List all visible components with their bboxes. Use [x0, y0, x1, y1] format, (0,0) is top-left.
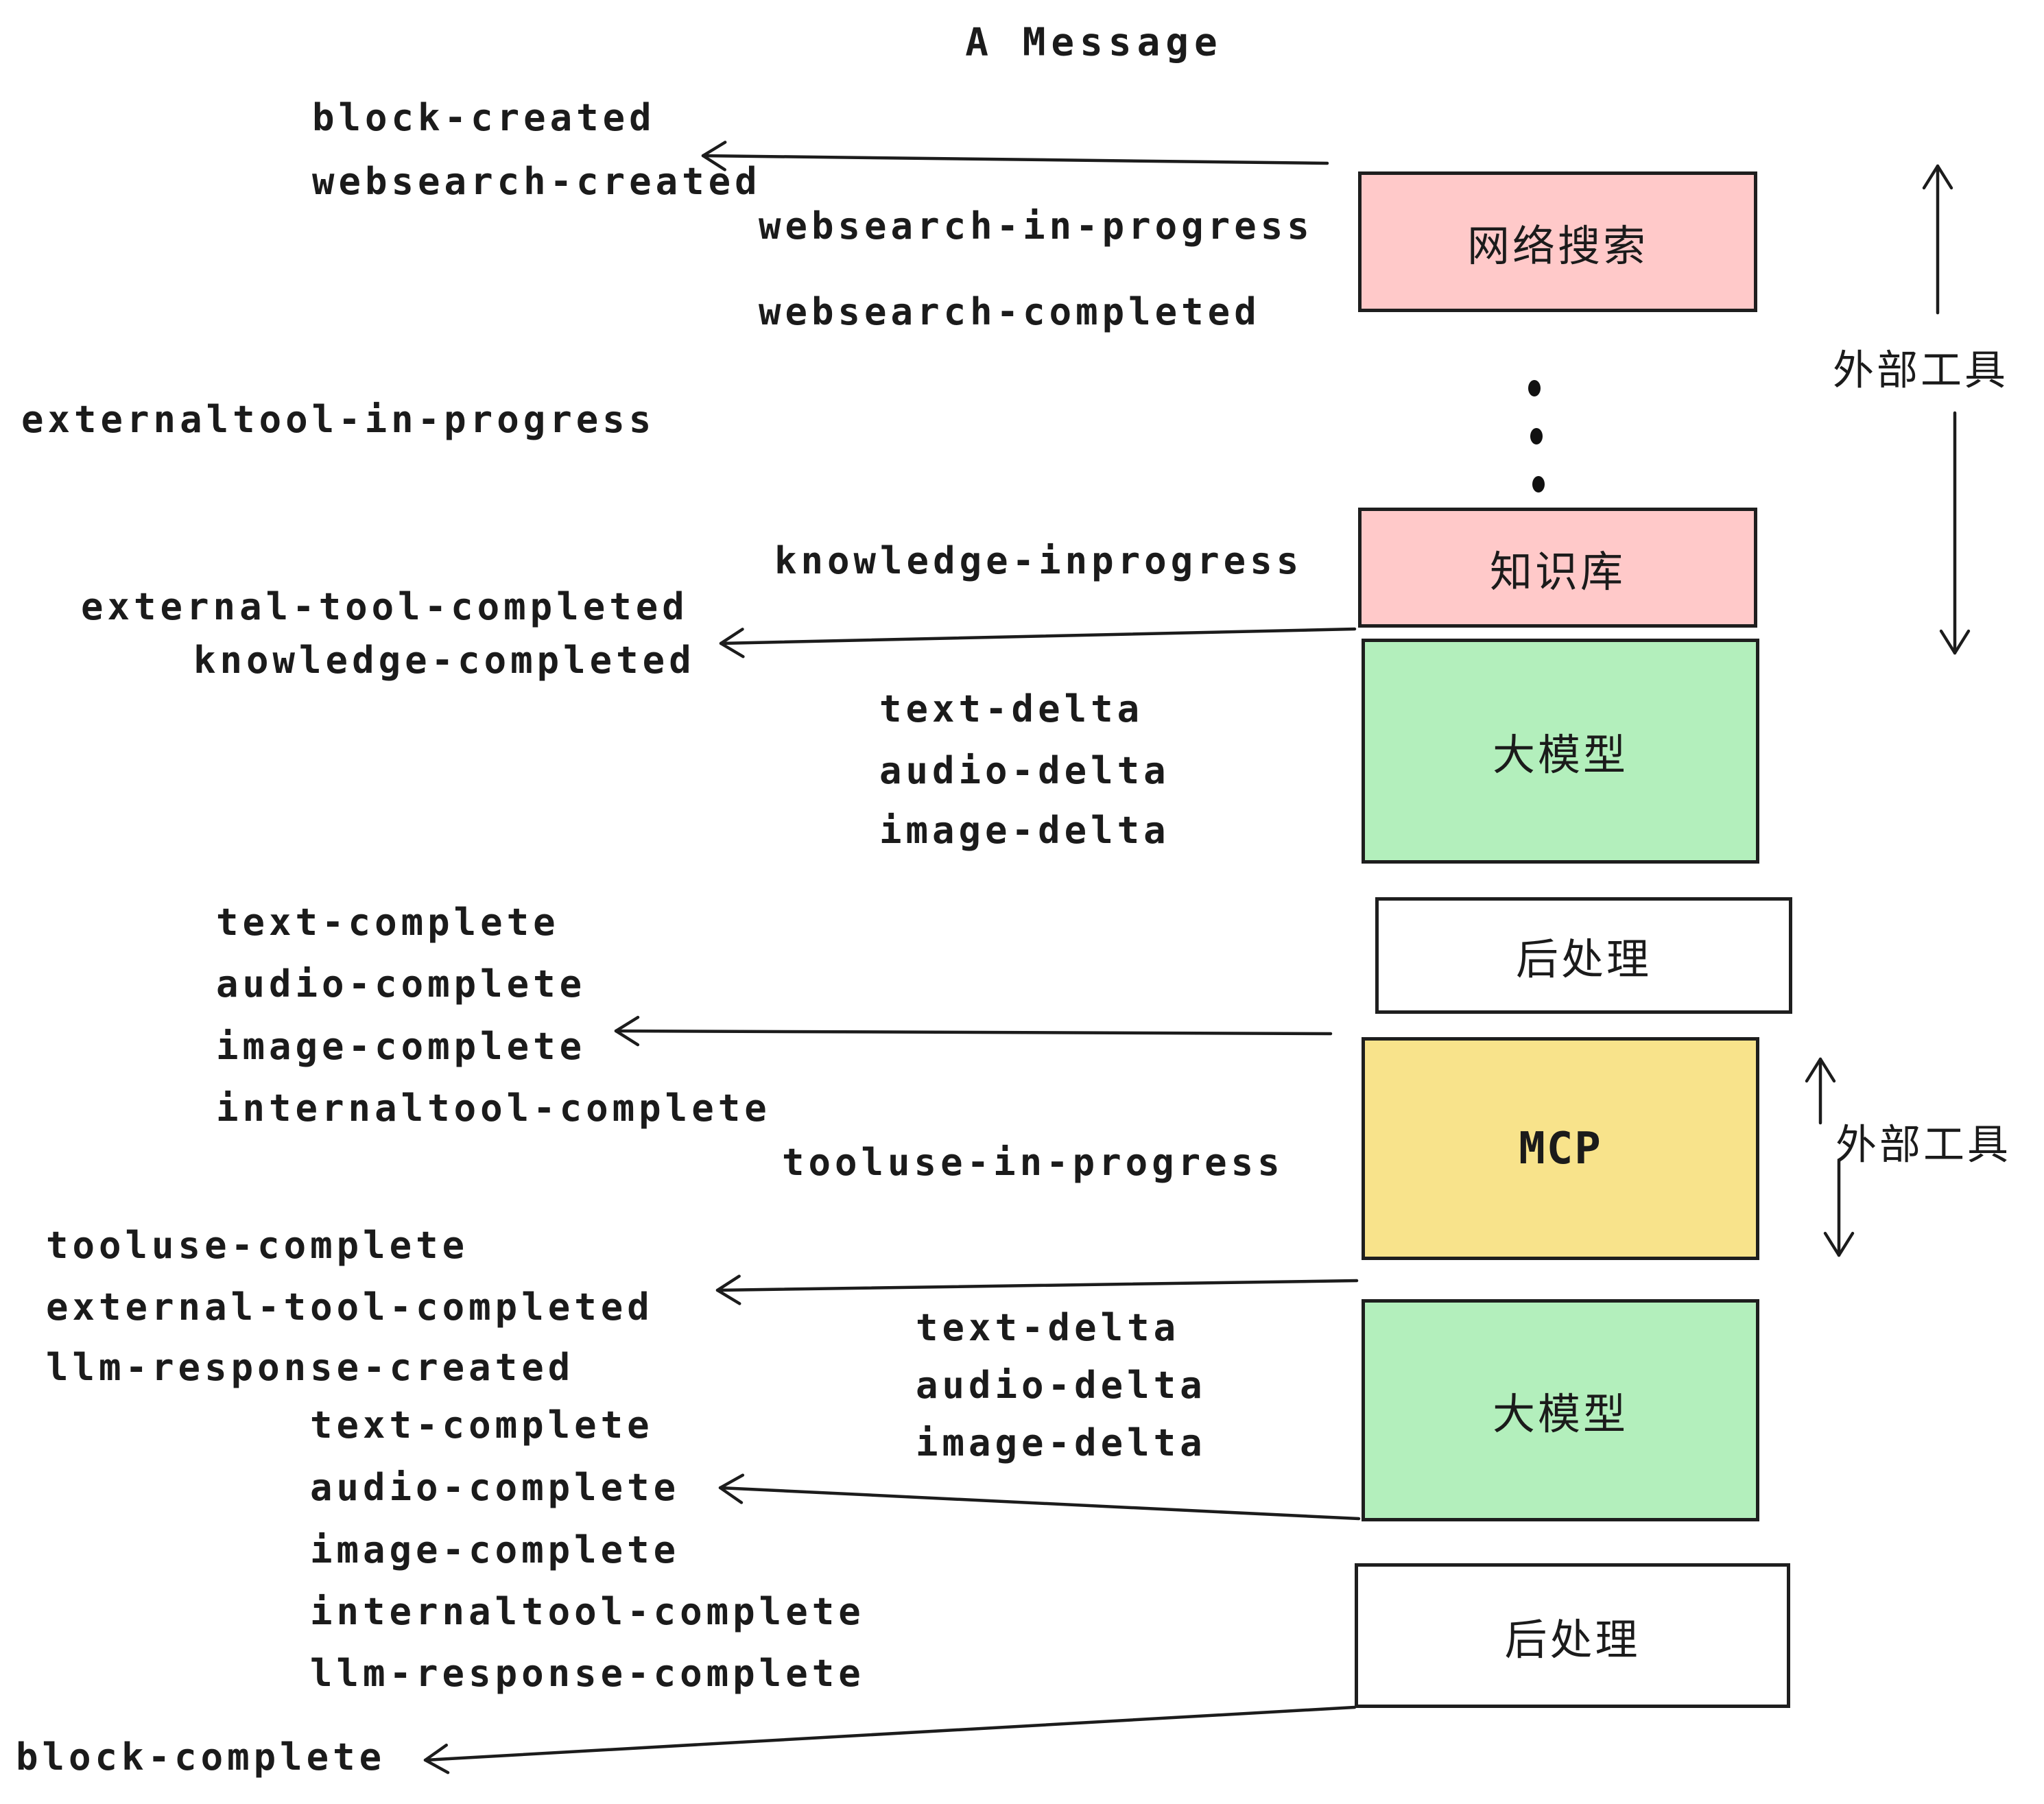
label-externaltool-in-progress: externaltool-in-progress: [21, 398, 656, 441]
arrow-audio-complete: [718, 1473, 1361, 1521]
label-image-delta-1: image-delta: [879, 809, 1170, 852]
postprocess-box-2-label: 后处理: [1504, 1616, 1641, 1664]
knowledge-box-label: 知识库: [1489, 548, 1626, 596]
llm-box-1: 大模型: [1362, 639, 1759, 864]
external-tools-label-2: 外部工具: [1835, 1121, 2011, 1168]
label-audio-delta-2: audio-delta: [916, 1364, 1207, 1407]
label-internaltool-complete-2: internaltool-complete: [310, 1590, 865, 1633]
label-llm-response-created: llm-response-created: [46, 1346, 575, 1389]
arrow-websearch-created: [701, 141, 1329, 171]
label-internaltool-complete-1: internaltool-complete: [216, 1087, 771, 1130]
label-text-complete-2: text-complete: [310, 1403, 654, 1447]
websearch-box-label: 网络搜索: [1466, 222, 1648, 270]
mcp-box-label: MCP: [1519, 1123, 1602, 1174]
label-text-complete-1: text-complete: [216, 901, 560, 944]
label-llm-response-complete: llm-response-complete: [310, 1652, 865, 1695]
postprocess-box-1: 后处理: [1375, 897, 1792, 1014]
label-text-delta-2: text-delta: [916, 1306, 1180, 1349]
websearch-box: 网络搜索: [1358, 171, 1757, 312]
vertical-ellipsis-icon: [1528, 380, 1545, 492]
label-external-tool-completed-2: external-tool-completed: [46, 1285, 654, 1329]
postprocess-box-1-label: 后处理: [1515, 936, 1652, 984]
label-websearch-completed: websearch-completed: [759, 290, 1261, 333]
label-text-delta-1: text-delta: [879, 687, 1144, 731]
mcp-box: MCP: [1362, 1037, 1759, 1260]
label-image-complete-2: image-complete: [310, 1528, 680, 1571]
label-block-complete: block-complete: [16, 1735, 386, 1779]
label-block-created: block-created: [312, 96, 656, 139]
label-audio-complete-1: audio-complete: [216, 962, 586, 1006]
llm-box-2-label: 大模型: [1492, 1391, 1628, 1438]
llm-box-1-label: 大模型: [1492, 732, 1628, 779]
label-websearch-created: websearch-created: [312, 160, 761, 203]
arrow-block-complete: [423, 1705, 1357, 1775]
label-external-tool-completed: external-tool-completed: [81, 585, 689, 628]
arrow-external-tool-completed: [715, 1274, 1359, 1305]
external-tools-label-1: 外部工具: [1833, 347, 2008, 394]
page-title: A Message: [965, 20, 1223, 65]
label-tooluse-in-progress: tooluse-in-progress: [782, 1141, 1284, 1184]
label-knowledge-inprogress: knowledge-inprogress: [774, 539, 1303, 582]
label-tooluse-complete: tooluse-complete: [46, 1224, 469, 1267]
label-audio-delta-1: audio-delta: [879, 749, 1170, 792]
knowledge-box: 知识库: [1358, 508, 1757, 628]
arrow-image-complete: [614, 1015, 1333, 1047]
arrow-knowledge-completed: [719, 627, 1357, 658]
label-websearch-in-progress: websearch-in-progress: [759, 204, 1314, 248]
llm-box-2: 大模型: [1362, 1299, 1759, 1521]
label-knowledge-completed: knowledge-completed: [193, 639, 696, 682]
label-image-complete-1: image-complete: [216, 1025, 586, 1068]
label-image-delta-2: image-delta: [916, 1421, 1207, 1464]
postprocess-box-2: 后处理: [1355, 1563, 1790, 1708]
label-audio-complete-2: audio-complete: [310, 1466, 680, 1509]
